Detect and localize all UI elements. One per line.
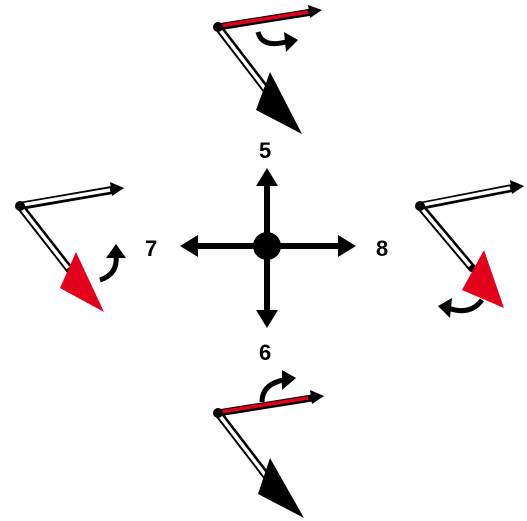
figure-right [415, 180, 524, 318]
cross-arrowhead-left [180, 235, 198, 257]
joint-dot [213, 22, 223, 32]
cross-arrowhead-down [256, 310, 278, 328]
rotation-arrow-icon [259, 377, 285, 403]
pointer-tip-red [60, 252, 104, 312]
figure-left [15, 182, 126, 312]
rotation-arrow-icon [99, 255, 119, 283]
label-bottom: 6 [259, 340, 271, 365]
figure-bottom [213, 370, 324, 518]
pointer-tip [258, 458, 304, 518]
upper-arm-arrowhead [110, 182, 124, 196]
cross-arrowhead-right [338, 235, 356, 257]
upper-arm-red [219, 10, 309, 28]
upper-arm-red [219, 396, 309, 414]
center-cross [180, 168, 356, 328]
upper-arm-arrowhead [308, 5, 322, 18]
pointer-tip-red [462, 250, 504, 308]
rotation-arrow-icon [447, 298, 484, 314]
label-right: 8 [376, 236, 388, 261]
pointer-tip [256, 72, 302, 134]
upper-arm-arrowhead [510, 180, 524, 194]
cross-arrowhead-up [256, 168, 278, 186]
joint-dot [213, 408, 223, 418]
joint-dot [15, 201, 25, 211]
rotation-arrow-icon [255, 31, 287, 47]
joint-dot [415, 201, 425, 211]
upper-arm-arrowhead [310, 390, 324, 404]
label-left: 7 [145, 236, 157, 261]
label-top: 5 [259, 138, 271, 163]
figure-top [213, 5, 322, 134]
